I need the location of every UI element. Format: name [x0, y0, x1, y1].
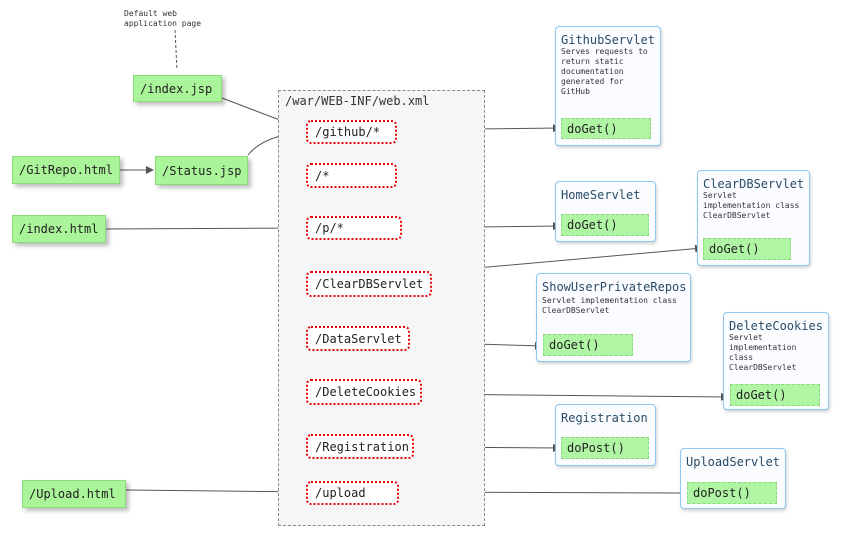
- source-index-html[interactable]: /index.html: [12, 215, 106, 243]
- webxml-container: /war/WEB-INF/web.xml: [278, 90, 485, 526]
- servlet-home: HomeServlet doGet(): [555, 181, 656, 242]
- wire-indexhtml-p: [105, 224, 307, 233]
- servlet-showuserprivaterepos: ShowUserPrivateRepos Servlet implementat…: [536, 273, 691, 362]
- route-github[interactable]: /github/*: [306, 120, 397, 144]
- servlet-description: Servlet implementation class ClearDBServ…: [703, 191, 800, 220]
- servlet-cleardb: ClearDBServlet Servlet implementation cl…: [697, 170, 810, 266]
- route-registration[interactable]: /Registration: [306, 434, 414, 459]
- method-doget[interactable]: doGet(): [561, 214, 649, 236]
- method-doget[interactable]: doGet(): [561, 118, 651, 139]
- webxml-title: /war/WEB-INF/web.xml: [285, 94, 430, 108]
- source-upload-html[interactable]: /Upload.html: [22, 480, 126, 508]
- method-dopost[interactable]: doPost(): [561, 437, 649, 459]
- source-index-jsp[interactable]: /index.jsp: [133, 75, 222, 102]
- servlet-title: GithubServlet: [561, 33, 655, 47]
- servlet-deletecookies: DeleteCookies Servlet implementation cla…: [723, 312, 829, 410]
- servlet-description: Serves requests to return static documen…: [561, 47, 648, 96]
- servlet-title: DeleteCookies: [729, 319, 823, 333]
- source-status-jsp[interactable]: /Status.jsp: [155, 156, 248, 185]
- source-gitrepo-html[interactable]: /GitRepo.html: [12, 156, 120, 184]
- servlet-title: Registration: [561, 411, 648, 425]
- method-doget[interactable]: doGet(): [730, 384, 820, 406]
- route-upload[interactable]: /upload: [306, 481, 399, 505]
- wire-uploadhtml-upload: [125, 487, 307, 496]
- route-p[interactable]: /p/*: [306, 216, 402, 240]
- default-page-note: Default web application page: [124, 9, 202, 28]
- servlet-title: ClearDBServlet: [703, 177, 805, 191]
- route-star[interactable]: /*: [306, 163, 397, 188]
- route-dataservlet[interactable]: /DataServlet: [306, 326, 410, 351]
- method-doget[interactable]: doGet(): [703, 238, 791, 260]
- servlet-title: UploadServlet: [686, 455, 780, 469]
- servlet-registration: Registration doPost(): [555, 404, 656, 466]
- route-deletecookies[interactable]: /DeleteCookies: [306, 379, 422, 405]
- servlet-upload: UploadServlet doPost(): [680, 448, 786, 509]
- method-doget[interactable]: doGet(): [543, 334, 633, 356]
- servlet-description: Servlet implementation class ClearDBServ…: [542, 296, 677, 315]
- servlet-title: HomeServlet: [561, 188, 641, 202]
- method-dopost[interactable]: doPost(): [687, 482, 777, 504]
- servlet-title: ShowUserPrivateRepos: [542, 280, 687, 294]
- servlet-description: Servlet implementation class ClearDBServ…: [729, 333, 797, 372]
- note-line: [174, 29, 178, 71]
- route-cleardb[interactable]: /ClearDBServlet: [306, 271, 432, 297]
- servlet-github: GithubServlet Serves requests to return …: [555, 26, 661, 146]
